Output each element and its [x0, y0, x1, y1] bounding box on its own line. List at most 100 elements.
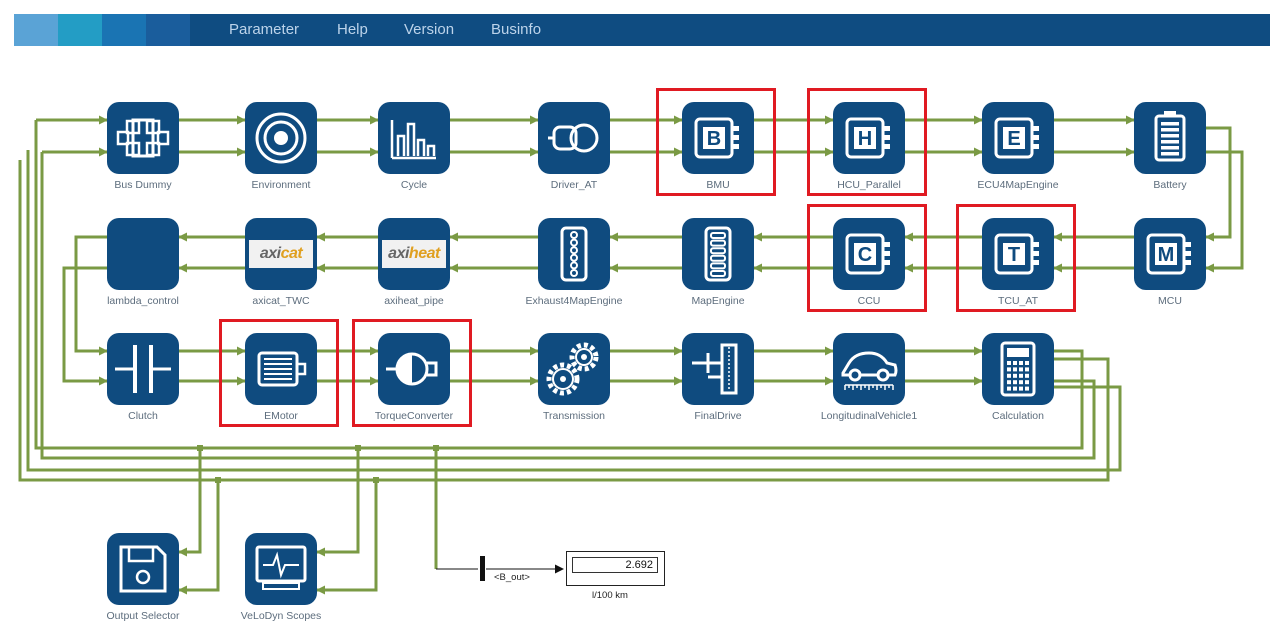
ccu-block[interactable]: C — [833, 218, 905, 290]
axiheat-pipe-label: axiheat_pipe — [384, 295, 444, 307]
tcu-at-block[interactable]: T — [982, 218, 1054, 290]
driver-icon — [548, 123, 599, 153]
ccu-label: CCU — [857, 295, 881, 307]
mcu-block[interactable]: M — [1134, 218, 1206, 290]
wire-outer-loop-a — [18, 160, 1110, 482]
display-unit: l/100 km — [592, 590, 628, 601]
wire-output-selector-b — [178, 480, 220, 595]
svg-text:T: T — [1008, 244, 1020, 266]
final-drive-icon — [692, 343, 738, 395]
wire-scopes-b — [316, 480, 378, 595]
hcu-parallel-label: HCU_Parallel — [837, 179, 901, 191]
menu-swatch-1 — [14, 14, 58, 46]
bus-dummy-block[interactable] — [107, 102, 179, 174]
exhaust4mapengine-label: Exhaust4MapEngine — [525, 295, 623, 307]
wire-lambda-clutch-a — [74, 235, 108, 356]
velodyn-scopes-block[interactable] — [245, 533, 317, 605]
scope-icon — [255, 545, 307, 590]
tcu-at-highlight-box — [956, 204, 1076, 312]
driver-at-block[interactable] — [538, 102, 610, 174]
cycle-label: Cycle — [400, 179, 428, 191]
letter-e-icon: E — [994, 117, 1039, 159]
menu-item-parameter[interactable]: Parameter — [229, 21, 300, 38]
svg-text:H: H — [858, 128, 872, 150]
fuel-consumption-display[interactable]: 2.692 — [566, 551, 665, 586]
output-selector-label: Output Selector — [106, 610, 180, 622]
svg-text:M: M — [1158, 244, 1175, 266]
letter-h-icon: H — [845, 117, 890, 159]
tcu-at-label: TCU_AT — [997, 295, 1039, 307]
wire-scopes-a — [316, 448, 360, 557]
wire-junction — [215, 477, 221, 483]
car-icon — [841, 351, 898, 390]
torqueconverter-label: TorqueConverter — [374, 410, 454, 422]
wire-junction — [355, 445, 361, 451]
wire-junction — [373, 477, 379, 483]
floppy-icon — [119, 545, 167, 593]
output-selector-block[interactable] — [107, 533, 179, 605]
letter-t-icon: T — [994, 233, 1039, 275]
target-icon — [255, 112, 307, 164]
menu-item-help[interactable]: Help — [337, 21, 368, 38]
wire-output-selector-a — [178, 448, 202, 557]
bar-chart-icon — [390, 120, 436, 160]
bmu-block[interactable]: B — [682, 102, 754, 174]
ccu-highlight-box — [807, 204, 927, 312]
driver-at-label: Driver_AT — [550, 179, 598, 191]
cycle-block[interactable] — [378, 102, 450, 174]
engine-icon — [704, 226, 732, 282]
torqueconverter-block[interactable] — [378, 333, 450, 405]
transmission-label: Transmission — [542, 410, 606, 422]
axiheat-logo-icon: axiheat — [382, 240, 446, 268]
bmu-highlight-box — [656, 88, 776, 196]
bmu-label: BMU — [706, 179, 730, 191]
battery-icon — [1154, 111, 1186, 162]
torqueconverter-highlight-box — [352, 319, 472, 427]
axiheat-pipe-block[interactable]: axiheat — [378, 218, 450, 290]
bus-dummy-label: Bus Dummy — [114, 179, 172, 191]
svg-text:C: C — [858, 244, 872, 266]
finaldrive-block[interactable] — [682, 333, 754, 405]
menu-item-businfo[interactable]: Businfo — [491, 21, 542, 38]
exhaust4mapengine-block[interactable] — [538, 218, 610, 290]
lambda-control-block[interactable] — [107, 218, 179, 290]
wire-return-loop-a — [34, 120, 1084, 450]
axicat-twc-block[interactable]: axicat — [245, 218, 317, 290]
motor-icon — [257, 351, 307, 387]
gears-icon — [546, 342, 599, 396]
ecu4mapengine-block[interactable]: E — [982, 102, 1054, 174]
display-value: 2.692 — [572, 557, 658, 573]
longitudinalvehicle1-block[interactable] — [833, 333, 905, 405]
mapengine-block[interactable] — [682, 218, 754, 290]
battery-block[interactable] — [1134, 102, 1206, 174]
logo-text-suffix: cat — [280, 245, 303, 262]
calculation-block[interactable] — [982, 333, 1054, 405]
mcu-label: MCU — [1158, 295, 1182, 307]
battery-label: Battery — [1153, 179, 1187, 191]
hcu-parallel-block[interactable]: H — [833, 102, 905, 174]
wire-battery-mcu-a — [1205, 126, 1232, 242]
svg-text:E: E — [1007, 128, 1020, 150]
bus-selector-bar — [480, 556, 485, 581]
calculator-icon — [1000, 341, 1036, 397]
longitudinalvehicle1-label: LongitudinalVehicle1 — [820, 410, 918, 422]
finaldrive-label: FinalDrive — [694, 410, 742, 422]
logo-text-prefix: axi — [259, 245, 281, 262]
blank-icon — [107, 218, 179, 290]
letter-c-icon: C — [845, 233, 890, 275]
wire-battery-mcu-b — [1205, 150, 1244, 273]
menu-swatch-3 — [102, 14, 146, 46]
transmission-block[interactable] — [538, 333, 610, 405]
emotor-block[interactable] — [245, 333, 317, 405]
environment-label: Environment — [251, 179, 311, 191]
menu-swatch-4 — [146, 14, 190, 46]
clutch-block[interactable] — [107, 333, 179, 405]
wire-junction — [197, 445, 203, 451]
menu-item-version[interactable]: Version — [404, 21, 455, 38]
environment-block[interactable] — [245, 102, 317, 174]
torque-converter-icon — [386, 352, 438, 386]
wire-lambda-clutch-b — [62, 266, 108, 386]
wire-junction — [433, 445, 439, 451]
letter-b-icon: B — [694, 117, 739, 159]
